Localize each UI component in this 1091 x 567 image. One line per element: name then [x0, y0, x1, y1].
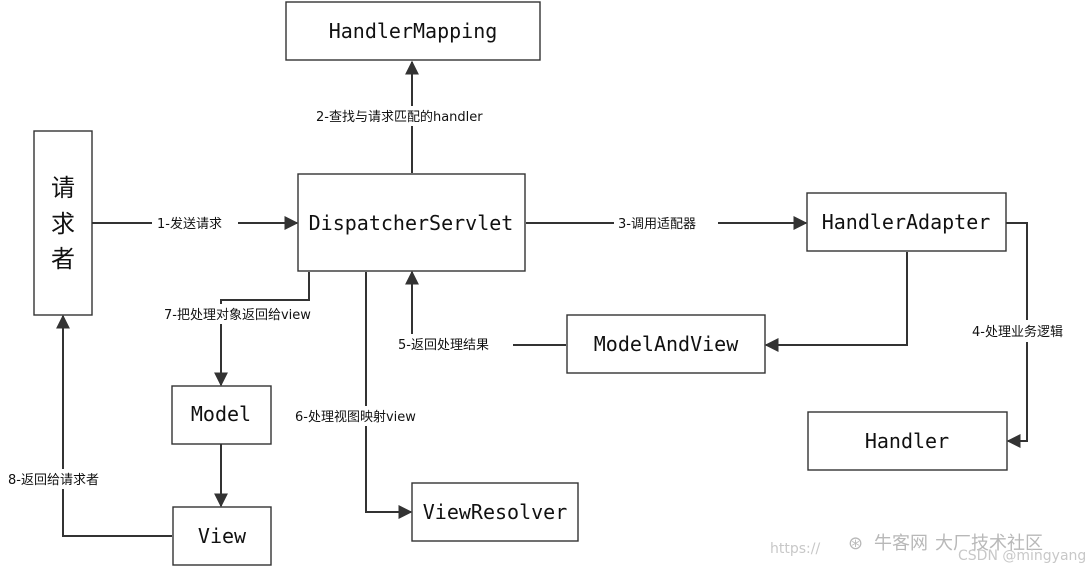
edge-labels: 1-发送请求 2-查找与请求匹配的handler 3-调用适配器 4-处理业务逻…	[5, 106, 1087, 489]
node-view-resolver: ViewResolver	[411, 482, 579, 542]
edge-return-to-requester	[56, 314, 172, 537]
requester-char-2: 求	[51, 210, 75, 238]
watermark: https:// ⊛ 牛客网 大厂技术社区 CSDN @mingyang	[770, 533, 1086, 564]
handler-label: Handler	[865, 429, 949, 453]
handler-mapping-label: HandlerMapping	[329, 19, 498, 43]
watermark-logo-icon: ⊛	[848, 533, 863, 554]
edge-return-to-view	[214, 272, 310, 387]
watermark-url: https://	[770, 541, 820, 557]
node-requester: 请 求 者	[33, 130, 93, 316]
label-call-adapter: 3-调用适配器	[618, 217, 696, 232]
node-view: View	[172, 506, 272, 566]
requester-char-3: 者	[51, 245, 75, 273]
watermark-community: 大厂技术社区	[935, 533, 1043, 554]
handler-adapter-label: HandlerAdapter	[822, 210, 991, 234]
view-resolver-label: ViewResolver	[423, 500, 568, 524]
requester-char-1: 请	[51, 174, 75, 202]
model-label: Model	[191, 402, 251, 426]
label-business-logic: 4-处理业务逻辑	[972, 324, 1063, 340]
label-resolve-view: 6-处理视图映射view	[295, 409, 416, 425]
edge-resolve-view	[365, 272, 413, 519]
node-handler: Handler	[807, 411, 1008, 471]
node-model-and-view: ModelAndView	[566, 314, 766, 374]
label-find-handler: 2-查找与请求匹配的handler	[316, 109, 483, 125]
label-return-to-view: 7-把处理对象返回给view	[164, 308, 311, 323]
view-label: View	[198, 524, 247, 548]
dispatcher-servlet-label: DispatcherServlet	[309, 211, 514, 235]
model-and-view-label: ModelAndView	[594, 332, 739, 356]
node-model: Model	[171, 385, 272, 445]
node-handler-adapter: HandlerAdapter	[806, 192, 1007, 252]
watermark-handle: CSDN @mingyang	[958, 548, 1086, 564]
label-send-request: 1-发送请求	[157, 216, 222, 232]
edge-adapter-to-modelandview	[764, 252, 908, 352]
node-handler-mapping: HandlerMapping	[285, 1, 541, 61]
label-return-to-requester: 8-返回给请求者	[8, 473, 99, 488]
nodes: 请 求 者 HandlerMapping DispatcherServlet H…	[33, 1, 1008, 566]
watermark-site: 牛客网	[874, 533, 928, 554]
node-dispatcher-servlet: DispatcherServlet	[297, 173, 526, 272]
label-return-result: 5-返回处理结果	[398, 338, 489, 353]
